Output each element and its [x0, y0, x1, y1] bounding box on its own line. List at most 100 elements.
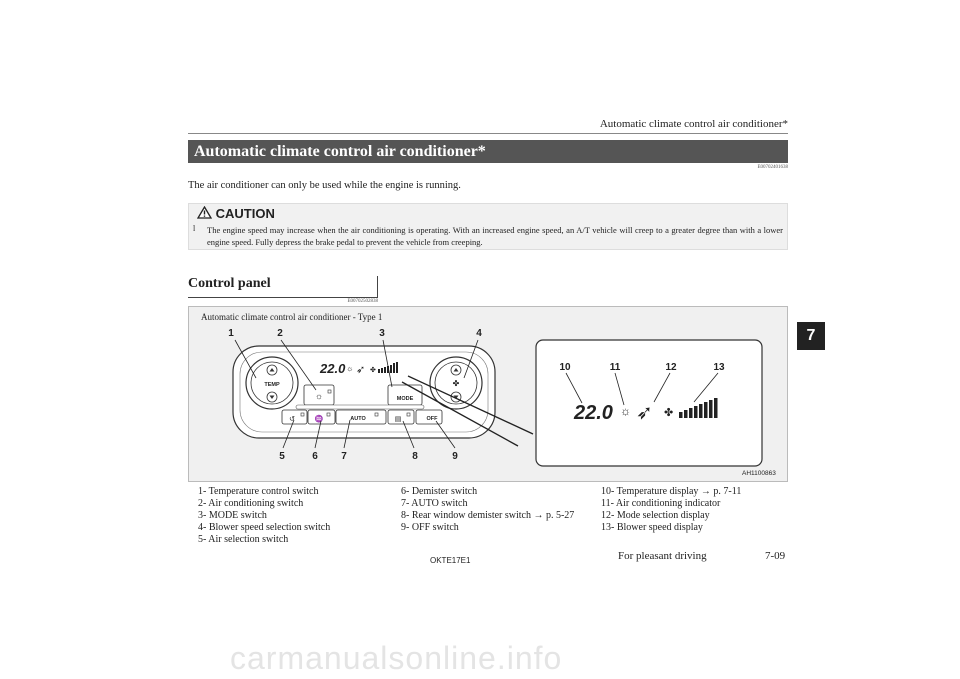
blower-up-arrow-icon	[453, 368, 459, 372]
intro-text: The air conditioner can only be used whi…	[188, 180, 461, 191]
legend-column-2: 6- Demister switch 7- AUTO switch 8- Rea…	[401, 486, 574, 534]
warning-triangle-icon	[196, 205, 213, 219]
off-label: OFF	[427, 416, 439, 422]
caution-heading: CAUTION	[196, 205, 275, 221]
page-number: 7-09	[765, 550, 786, 562]
blower-down-arrow-icon	[453, 395, 459, 399]
off-switch	[415, 409, 443, 425]
indicator-led	[326, 412, 331, 417]
blower-bar-5	[699, 404, 703, 418]
blower-bar-1	[679, 412, 683, 418]
caution-label: CAUTION	[215, 206, 275, 221]
callout-12: 12	[665, 362, 677, 373]
indicator-led	[406, 412, 411, 417]
callout-10: 10	[559, 362, 571, 373]
legend-item: 11- Air conditioning indicator	[601, 498, 721, 509]
auto-switch	[335, 409, 387, 425]
panel-blower-bar-7	[396, 362, 398, 373]
rear-demister-switch	[387, 409, 415, 425]
callout-4: 4	[476, 328, 482, 339]
panel-blower-bar-5	[390, 365, 392, 373]
section-tick	[377, 276, 378, 298]
legend-item: 5- Air selection switch	[198, 534, 289, 545]
rear-demister-icon: ▤	[395, 416, 402, 423]
caution-bullet: l	[193, 224, 196, 233]
blower-bar-2	[684, 410, 688, 418]
callout-13: 13	[713, 362, 725, 373]
section-code: E00702502838	[347, 299, 378, 304]
callout-1: 1	[228, 328, 234, 339]
callout-line-2	[280, 339, 317, 391]
callout-line-8	[402, 420, 415, 449]
legend-item: 4- Blower speed selection switch	[198, 522, 331, 533]
zoomed-temp-display: 22.0	[573, 402, 613, 424]
blower-bar-3	[689, 408, 693, 418]
legend-item: 9- OFF switch	[401, 522, 459, 533]
panel-temp-display: 22.0	[319, 361, 346, 376]
auto-label: AUTO	[350, 416, 366, 422]
legend-item: 2- Air conditioning switch	[198, 498, 304, 509]
panel-slot	[295, 404, 425, 410]
figure-caption: Automatic climate control air conditione…	[201, 312, 383, 322]
watermark: carmanualsonline.info	[230, 640, 563, 676]
legend-column-3: 10- Temperature display → p. 7-11 11- Ai…	[601, 486, 741, 534]
callout-8: 8	[412, 451, 418, 462]
zoom-line	[407, 375, 534, 435]
demister-switch	[307, 409, 336, 425]
panel-blower-bar-6	[393, 363, 395, 373]
header-rule	[188, 133, 788, 134]
callout-line-4	[463, 339, 479, 379]
temperature-dial	[250, 361, 294, 405]
chapter-tab: 7	[797, 322, 825, 350]
legend-item: 13- Blower speed display	[601, 522, 703, 533]
zoom-line	[401, 381, 519, 447]
mode-switch	[387, 384, 423, 406]
callout-line-9	[435, 420, 456, 449]
callout-3: 3	[379, 328, 385, 339]
mode-label: MODE	[397, 396, 414, 402]
callout-line-6	[314, 420, 322, 449]
callout-7: 7	[341, 451, 347, 462]
demister-icon: ♒	[315, 414, 324, 423]
callout-line-11	[614, 372, 625, 406]
legend-column-1: 1- Temperature control switch 2- Air con…	[198, 486, 330, 546]
indicator-led	[300, 412, 305, 417]
zoomed-fan-icon: ✤	[664, 407, 673, 419]
callout-line-3	[382, 339, 393, 388]
zoomed-ac-icon: ☼	[620, 404, 631, 418]
footer-code: OKTE17E1	[430, 556, 471, 565]
legend-item: 10- Temperature display → p. 7-11	[601, 486, 742, 497]
legend-item: 7- AUTO switch	[401, 498, 468, 509]
blower-bar-4	[694, 406, 698, 418]
panel-inner	[239, 351, 489, 433]
legend-item: 1- Temperature control switch	[198, 486, 319, 497]
section-title: Control panel	[188, 276, 271, 291]
callout-11: 11	[610, 362, 621, 373]
indicator-led	[374, 412, 379, 417]
callout-5: 5	[279, 451, 285, 462]
panel-blower-bar-4	[387, 366, 389, 373]
caution-box: CAUTION l The engine speed may increase …	[188, 203, 788, 250]
air-recirculation-icon: ↺	[289, 416, 295, 423]
panel-mode-icon: ➶	[356, 364, 365, 376]
temp-down-arrow-icon	[269, 395, 275, 399]
callout-6: 6	[312, 451, 318, 462]
legend-item: 12- Mode selection display	[601, 510, 710, 521]
panel-ac-icon: ☼	[346, 364, 353, 373]
temp-up-arrow-icon	[269, 368, 275, 372]
callout-line-12	[653, 372, 671, 403]
callout-9: 9	[452, 451, 458, 462]
callout-line-7	[343, 419, 351, 449]
callout-2: 2	[277, 328, 283, 339]
running-head: Automatic climate control air conditione…	[599, 118, 788, 130]
zoomed-mode-icon: ➶	[636, 402, 653, 424]
fan-icon: ✤	[453, 379, 460, 388]
figure-id: AH1100863	[742, 470, 776, 477]
callout-line-10	[565, 372, 583, 404]
indicator-led	[327, 389, 332, 394]
panel-blower-bar-2	[381, 368, 383, 373]
legend-item: 8- Rear window demister switch → p. 5-27	[401, 510, 575, 521]
zoomed-display	[535, 339, 763, 467]
page-title: Automatic climate control air conditione…	[188, 140, 788, 163]
callout-line-13	[693, 372, 719, 403]
